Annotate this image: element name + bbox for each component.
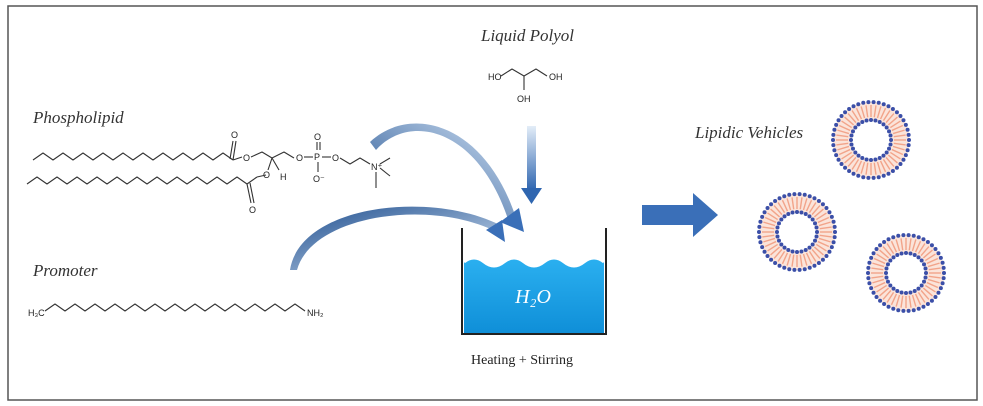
promoter-nh2: NH₂	[307, 308, 324, 318]
vesicle-left	[757, 192, 837, 272]
glycerol-ho: HO	[488, 72, 502, 82]
phospholipid-tail-upper	[32, 152, 234, 161]
choline-n-plus: N⁺	[371, 162, 382, 172]
backbone-h: H	[280, 172, 287, 182]
phosphate-o-minus: O⁻	[313, 174, 325, 184]
water-label: H₂O	[514, 286, 551, 308]
diagram-border	[7, 5, 978, 401]
phospholipid-structure: O O H O O P O O⁻ O N⁺ O	[26, 130, 391, 215]
glycerol-oh-right: OH	[549, 72, 563, 82]
vesicle-group	[757, 100, 946, 313]
glycerol-oh-bottom: OH	[517, 94, 531, 104]
phospholipid-label: Phospholipid	[32, 108, 124, 127]
ester-o-lower: O	[263, 170, 270, 180]
promoter-structure: H₃C NH₂	[28, 303, 324, 318]
phosphate-o-top: O	[314, 132, 321, 142]
glycerol-structure: HO OH OH	[488, 68, 563, 104]
result-arrow	[642, 193, 718, 237]
lipidic-vehicles-label: Lipidic Vehicles	[694, 123, 804, 142]
phosphate-o-right: O	[332, 153, 339, 163]
vesicle-right	[866, 233, 946, 313]
polyol-down-arrow	[521, 126, 542, 204]
water-body	[464, 258, 604, 333]
process-label: Heating + Stirring	[471, 353, 573, 368]
promoter-curved-arrow	[290, 206, 505, 270]
ester-o-upper: O	[243, 153, 250, 163]
promoter-label: Promoter	[32, 261, 98, 280]
vesicle-top	[831, 100, 911, 180]
carbonyl-o-lower: O	[249, 205, 256, 215]
liquid-polyol-label: Liquid Polyol	[480, 26, 574, 45]
promoter-h3c: H₃C	[28, 308, 45, 318]
carbonyl-o-upper: O	[231, 130, 238, 140]
phospholipid-tail-lower	[26, 176, 258, 185]
phosphate-o-left: O	[296, 153, 303, 163]
phosphate-p: P	[314, 152, 320, 162]
phospholipid-curved-arrow	[370, 123, 524, 232]
beaker: H₂O	[461, 228, 607, 335]
